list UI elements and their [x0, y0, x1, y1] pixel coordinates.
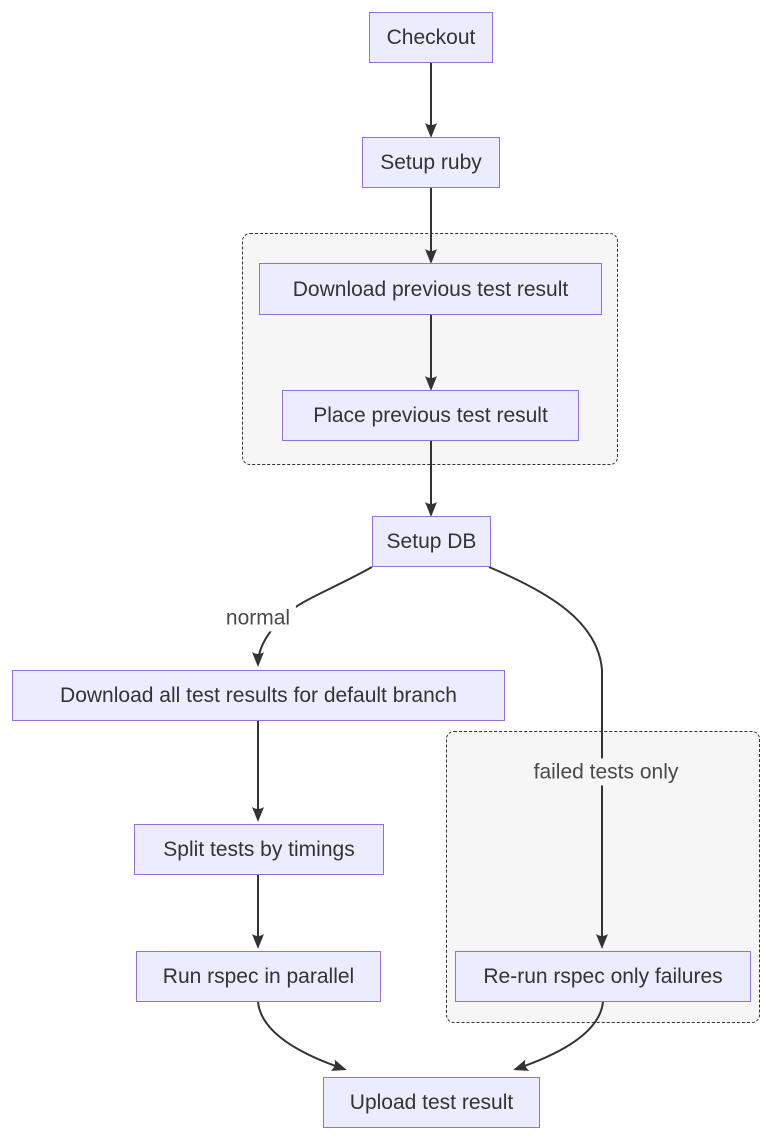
edge-setup-db-rerun-rspec — [488, 566, 608, 949]
node-label: Download all test results for default br… — [60, 684, 457, 707]
edge-label-failed-tests-only: failed tests only — [527, 758, 685, 786]
edge-label-normal: normal — [219, 604, 297, 632]
node-label: Split tests by timings — [163, 838, 355, 861]
node-rerun-rspec-only-failures: Re-run rspec only failures — [455, 951, 751, 1002]
node-label: Place previous test result — [313, 404, 548, 427]
node-label: Run rspec in parallel — [162, 965, 355, 988]
node-setup-ruby: Setup ruby — [362, 137, 500, 188]
node-checkout: Checkout — [369, 12, 493, 63]
node-label: Re-run rspec only failures — [483, 965, 723, 988]
node-label: Checkout — [386, 26, 476, 49]
node-setup-db: Setup DB — [372, 516, 491, 567]
node-upload-test-result: Upload test result — [323, 1077, 540, 1128]
node-label: Setup DB — [386, 530, 477, 553]
node-run-rspec-in-parallel: Run rspec in parallel — [136, 951, 381, 1002]
edge-rerun-rspec-upload — [513, 1001, 604, 1071]
node-download-previous-test-result: Download previous test result — [259, 263, 602, 315]
edge-run-rspec-upload — [257, 1001, 347, 1071]
node-download-all-test-results: Download all test results for default br… — [12, 670, 505, 721]
node-label: Setup ruby — [380, 151, 482, 174]
node-place-previous-test-result: Place previous test result — [282, 390, 579, 441]
node-label: Upload test result — [349, 1091, 514, 1114]
node-split-tests-by-timings: Split tests by timings — [134, 824, 384, 875]
node-label: Download previous test result — [292, 277, 569, 301]
